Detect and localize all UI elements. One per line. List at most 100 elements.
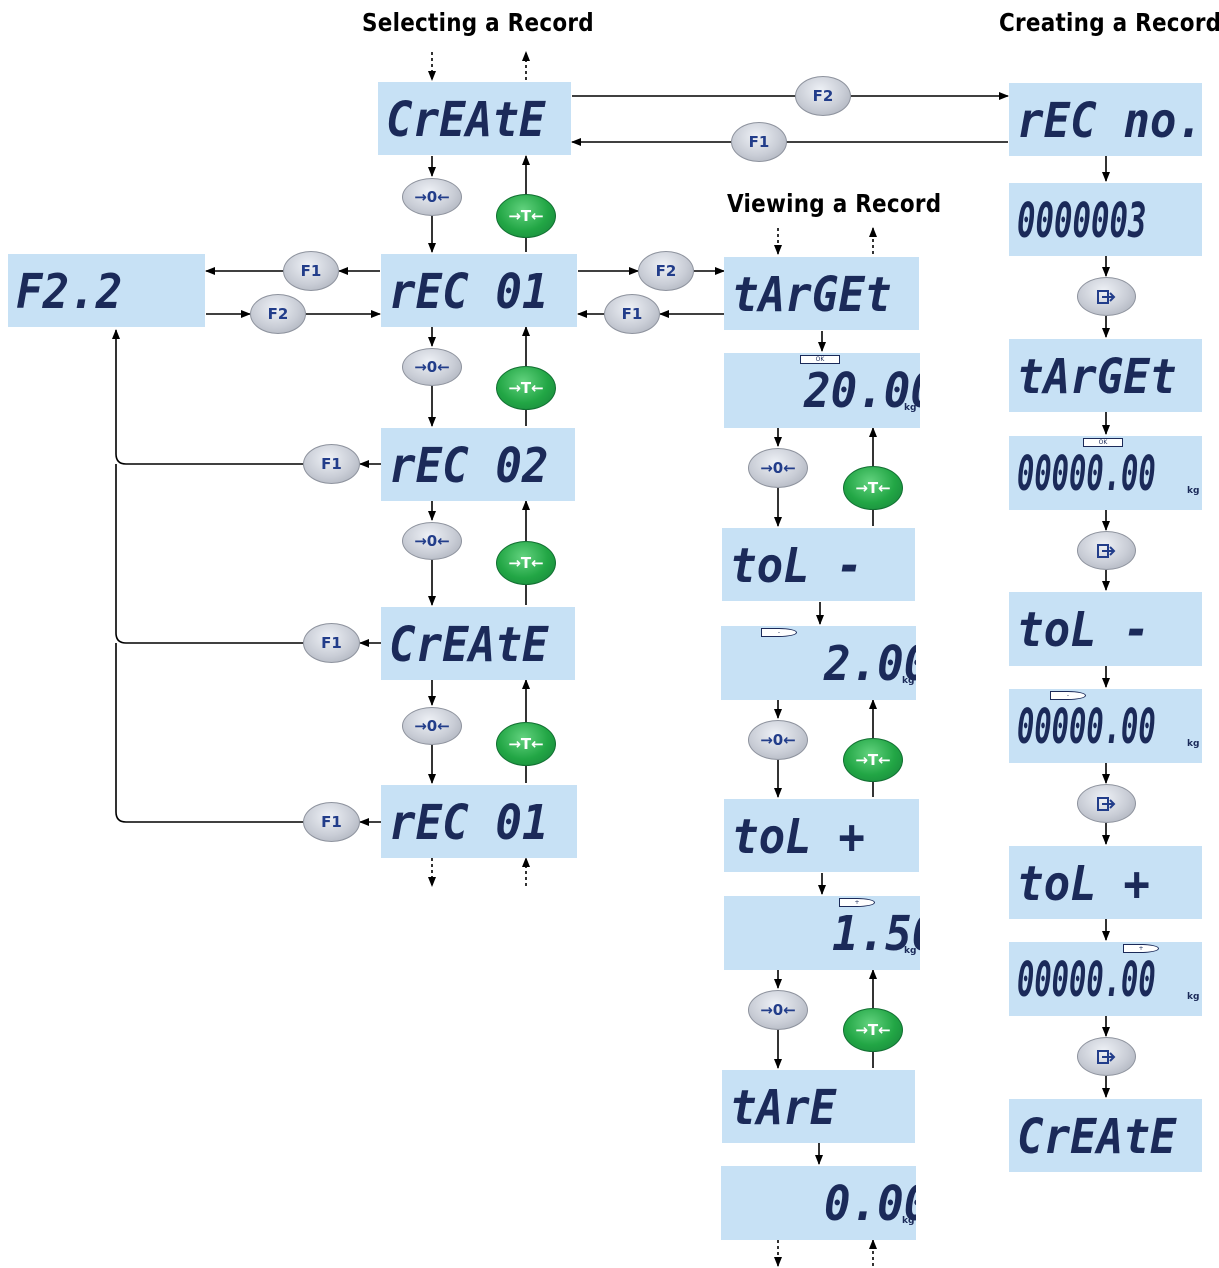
zero-key[interactable]: →0← [402, 348, 462, 386]
lcd-cr-tol-minus: toL - [1009, 592, 1202, 666]
zero-key[interactable]: →0← [402, 522, 462, 560]
f1-key[interactable]: F1 [283, 251, 339, 291]
lcd-value: 00000.00 [1017, 952, 1156, 1008]
zero-key-label: →0← [414, 532, 450, 550]
lcd-cr-tol-plus-value: + 00000.00 kg [1009, 942, 1202, 1016]
lcd-text: rEC 02 [389, 438, 549, 494]
lcd-rec-number: 0000003 [1009, 183, 1202, 256]
enter-icon [1096, 543, 1115, 558]
lcd-rec-02: rEC 02 [381, 428, 575, 501]
lcd-f22: F2.2 [8, 254, 205, 327]
enter-key[interactable] [1077, 1037, 1136, 1076]
unit-kg: kg [902, 1216, 915, 1226]
heading-selecting-a-record: Selecting a Record [362, 8, 594, 37]
heading-viewing-a-record: Viewing a Record [727, 189, 942, 218]
f1-key-label: F1 [621, 305, 643, 323]
unit-kg: kg [904, 946, 917, 956]
lcd-view-target-value: OK 20.00 kg [724, 353, 920, 428]
lcd-text: tArGEt [732, 267, 892, 323]
tare-key-label: →T← [508, 554, 544, 572]
enter-key[interactable] [1077, 784, 1136, 823]
f1-key-label: F1 [321, 455, 342, 473]
lcd-text: tArE [730, 1080, 837, 1136]
enter-icon [1096, 796, 1115, 811]
f2-key[interactable]: F2 [250, 294, 306, 334]
zero-key[interactable]: →0← [402, 707, 462, 745]
f2-key-label: F2 [267, 305, 289, 323]
plus-annunciator: + [839, 898, 875, 907]
lcd-text: rEC no. [1017, 93, 1202, 149]
lcd-cr-tol-minus-value: - 00000.00 kg [1009, 689, 1202, 763]
lcd-view-tol-plus-value: + 1.50 kg [724, 896, 920, 970]
zero-key[interactable]: →0← [748, 990, 808, 1030]
ok-annunciator: OK [800, 355, 840, 364]
f1-key[interactable]: F1 [604, 294, 660, 334]
zero-key-label: →0← [760, 731, 796, 749]
zero-key-label: →0← [414, 717, 450, 735]
lcd-cr-target: tArGEt [1009, 339, 1202, 412]
tare-key-label: →T← [508, 207, 544, 225]
unit-kg: kg [1187, 992, 1200, 1002]
minus-annunciator: - [761, 628, 797, 637]
f2-key[interactable]: F2 [638, 251, 694, 291]
f2-key-label: F2 [812, 87, 834, 105]
lcd-view-tare-value: 0.00 kg [721, 1166, 916, 1240]
lcd-view-tare: tArE [722, 1070, 915, 1143]
tare-key[interactable]: →T← [843, 738, 903, 782]
enter-key[interactable] [1077, 531, 1136, 570]
tare-key[interactable]: →T← [496, 541, 556, 585]
lcd-create-mid: CrEAtE [381, 607, 575, 680]
lcd-value: 2.00 [824, 636, 916, 692]
lcd-cr-tol-plus: toL + [1009, 846, 1202, 919]
lcd-view-tol-minus-value: - 2.00 kg [721, 626, 916, 700]
unit-kg: kg [1187, 486, 1200, 496]
tare-key[interactable]: →T← [843, 1008, 903, 1052]
lcd-value: 1.50 [832, 906, 920, 962]
lcd-create-top: CrEAtE [378, 82, 571, 155]
f1-key[interactable]: F1 [731, 122, 787, 162]
lcd-text: CrEAtE [1017, 1109, 1177, 1165]
lcd-text: toL + [732, 809, 865, 865]
lcd-rec-01-bottom: rEC 01 [381, 785, 577, 858]
f1-key-label: F1 [321, 634, 342, 652]
lcd-text: CrEAtE [386, 92, 546, 148]
lcd-view-target: tArGEt [724, 257, 919, 330]
f1-key-label: F1 [748, 133, 770, 151]
lcd-value: 0000003 [1017, 193, 1147, 249]
unit-kg: kg [902, 676, 915, 686]
zero-key[interactable]: →0← [748, 720, 808, 760]
f1-key[interactable]: F1 [303, 444, 360, 484]
tare-key-label: →T← [855, 1021, 891, 1039]
zero-key-label: →0← [760, 1001, 796, 1019]
lcd-value: 00000.00 [1017, 446, 1156, 502]
lcd-cr-target-value: OK 00000.00 kg [1009, 436, 1202, 510]
zero-key-label: →0← [760, 459, 796, 477]
lcd-value: 00000.00 [1017, 699, 1156, 755]
enter-key[interactable] [1077, 277, 1136, 316]
f1-key-label: F1 [300, 262, 322, 280]
f2-key[interactable]: F2 [795, 76, 851, 116]
lcd-text: tArGEt [1017, 349, 1177, 405]
tare-key-label: →T← [855, 479, 891, 497]
zero-key[interactable]: →0← [402, 178, 462, 216]
f1-key[interactable]: F1 [303, 802, 360, 842]
lcd-text: F2.2 [16, 264, 123, 320]
f2-key-label: F2 [655, 262, 677, 280]
tare-key[interactable]: →T← [496, 366, 556, 410]
lcd-text: toL - [730, 538, 863, 594]
lcd-text: rEC 01 [389, 795, 549, 851]
unit-kg: kg [904, 403, 917, 413]
plus-annunciator: + [1123, 944, 1159, 953]
tare-key[interactable]: →T← [496, 194, 556, 238]
tare-key[interactable]: →T← [496, 722, 556, 766]
lcd-view-tol-plus: toL + [724, 799, 919, 872]
f1-key[interactable]: F1 [303, 623, 360, 663]
unit-kg: kg [1187, 739, 1200, 749]
lcd-text: rEC 01 [389, 264, 549, 320]
zero-key[interactable]: →0← [748, 448, 808, 488]
zero-key-label: →0← [414, 188, 450, 206]
lcd-text: CrEAtE [389, 617, 549, 673]
lcd-value: 0.00 [824, 1176, 916, 1232]
tare-key[interactable]: →T← [843, 466, 903, 510]
